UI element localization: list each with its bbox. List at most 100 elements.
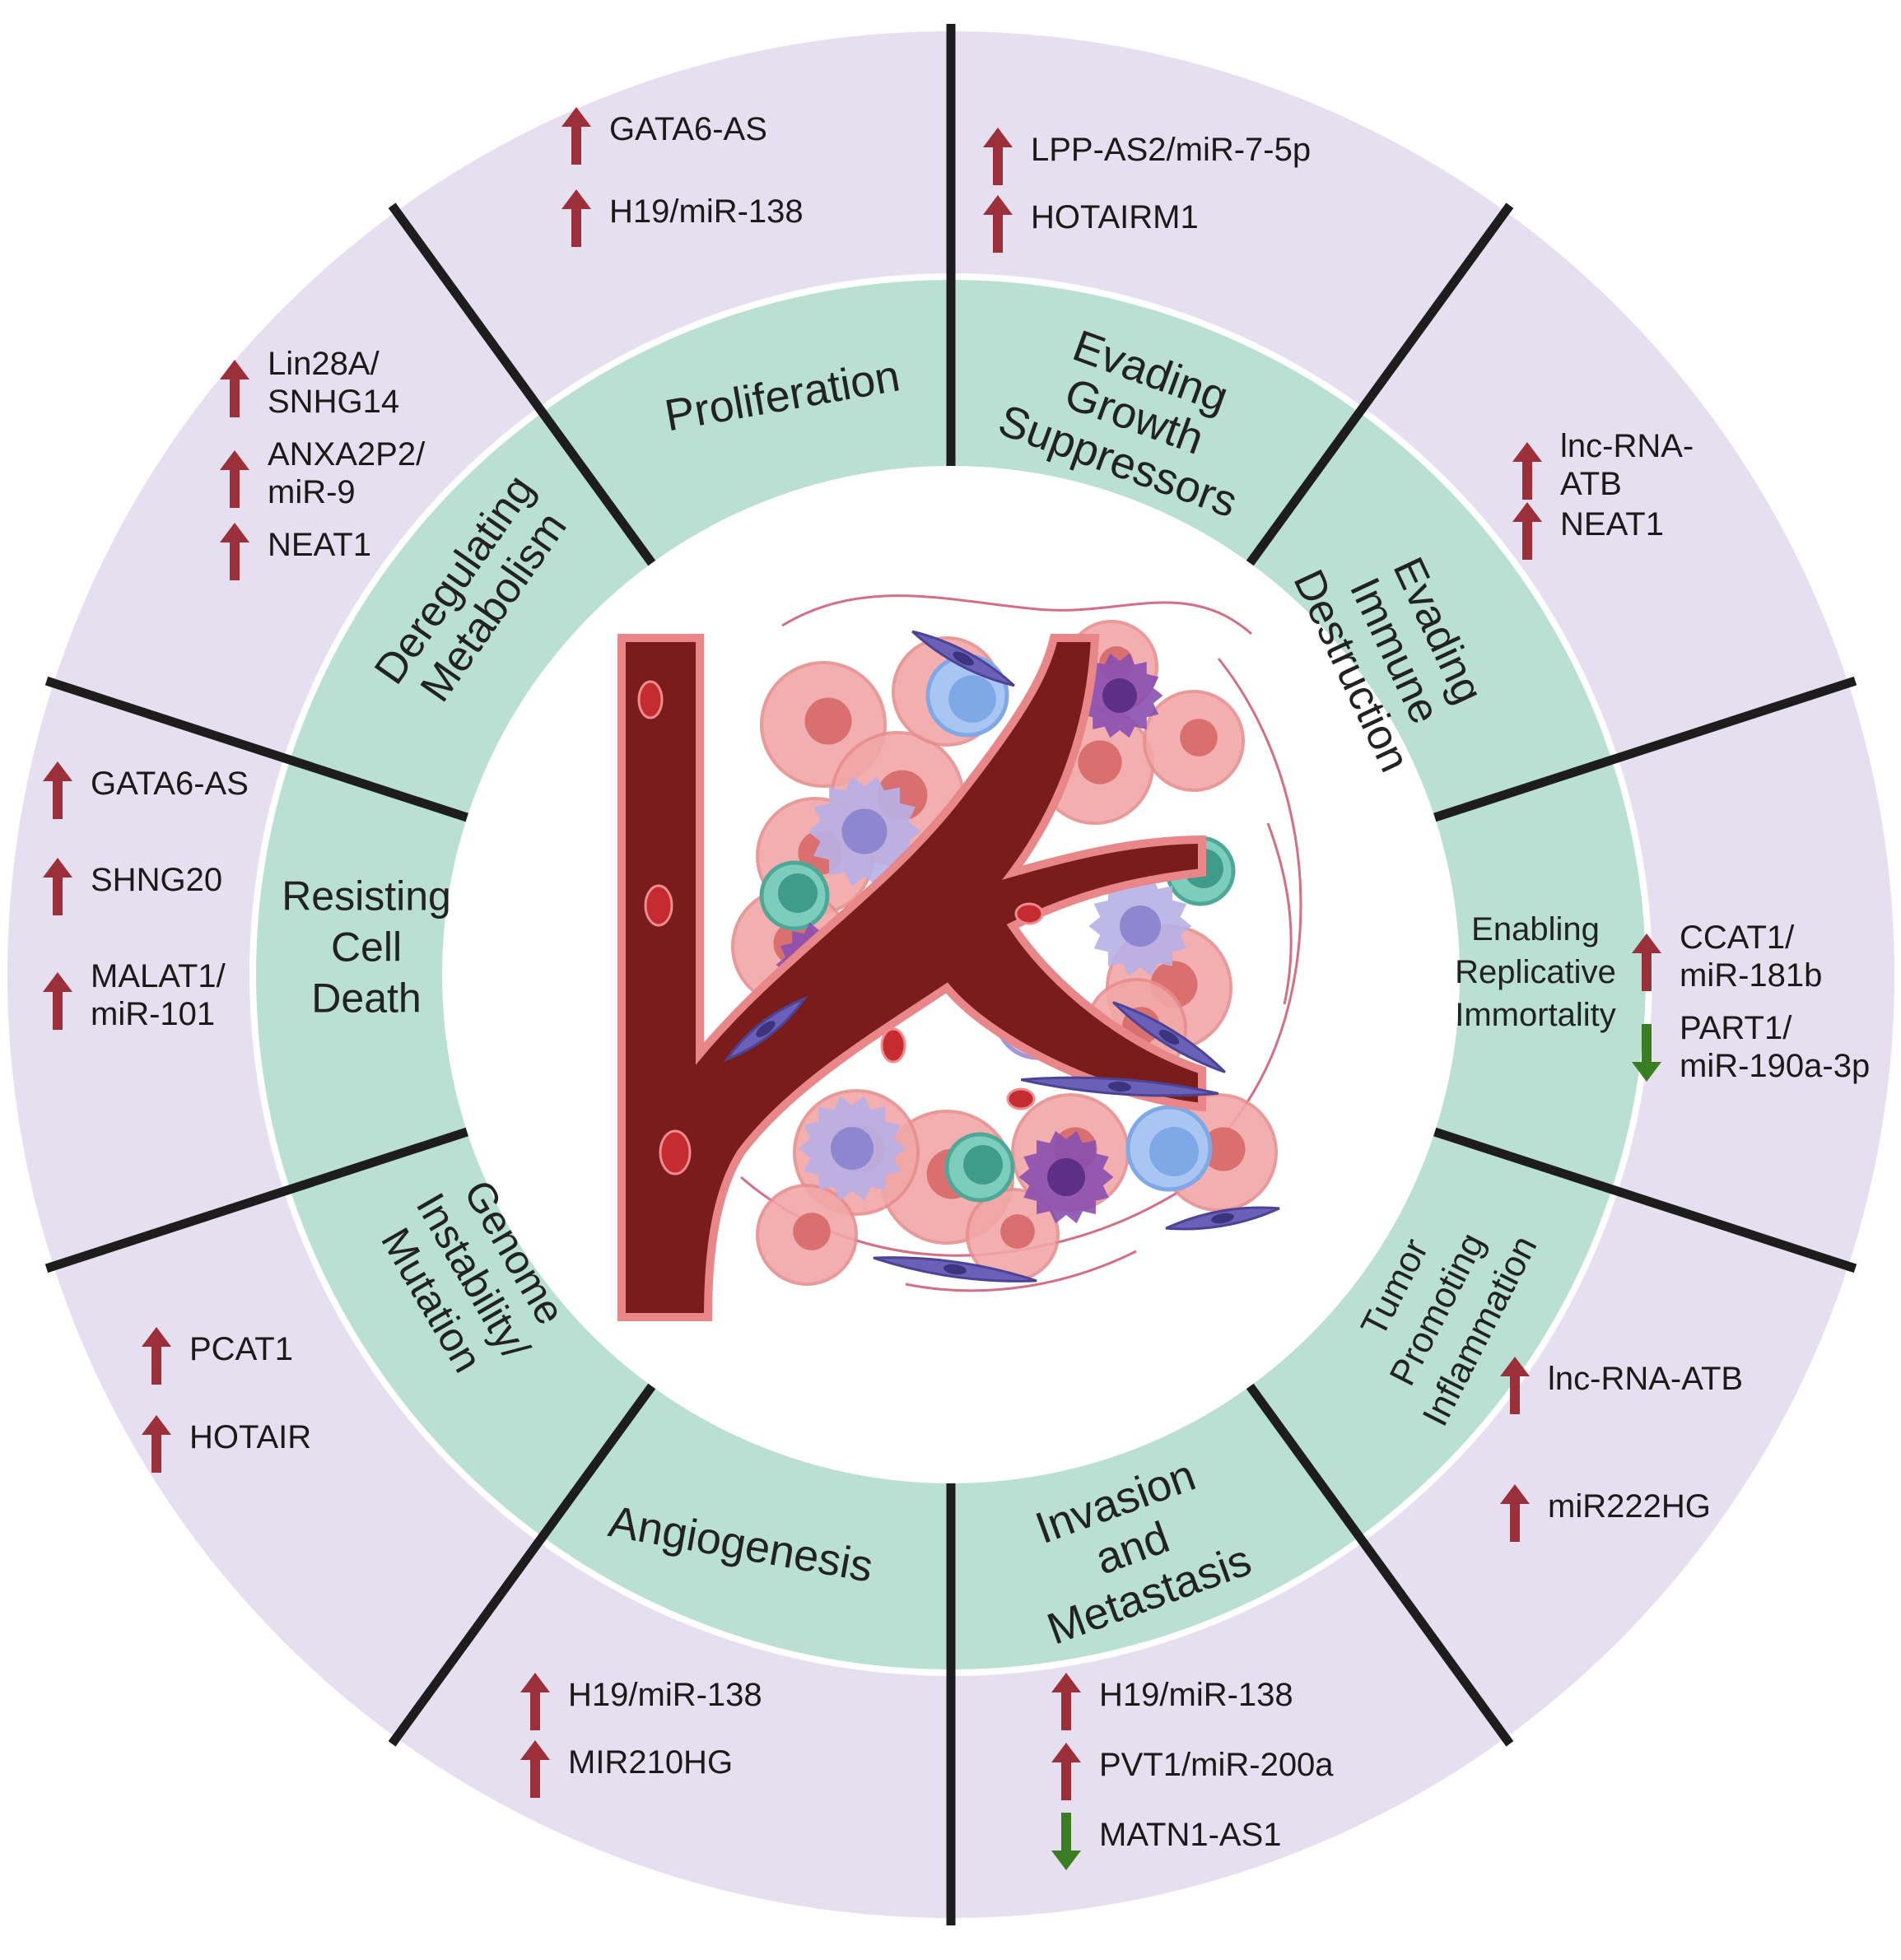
gene-label: PART1/miR-190a-3p	[1680, 1010, 1870, 1084]
gene-label: NEAT1	[268, 527, 371, 563]
sector-divider	[388, 203, 656, 566]
fibroblast-cell	[1020, 1076, 1219, 1097]
gene-item: GATA6-AS	[43, 761, 249, 819]
fibroblast-cell	[723, 995, 808, 1063]
up-arrow-icon	[520, 1673, 550, 1730]
up-arrow-icon	[43, 761, 72, 819]
gene-label: Lin28A/SNHG14	[268, 346, 399, 420]
up-arrow-icon	[1632, 933, 1661, 991]
fibroblast-cell	[1112, 1001, 1226, 1073]
gene-label: LPP-AS2/miR-7-5p	[1031, 132, 1311, 168]
sector-dividers	[44, 24, 1857, 1925]
lymphocyte-cell	[759, 860, 830, 931]
gene-label: H19/miR-138	[609, 193, 804, 230]
macrophage-cell	[799, 1096, 906, 1201]
up-arrow-icon	[142, 1327, 171, 1385]
gene-label: GATA6-AS	[609, 111, 767, 147]
red-blood-cell	[880, 1027, 906, 1064]
up-arrow-icon	[220, 360, 249, 417]
up-arrow-icon	[983, 195, 1013, 253]
gene-label: ANXA2P2/miR-9	[268, 436, 426, 510]
gene-label: H19/miR-138	[1099, 1677, 1293, 1713]
sector-divider	[388, 1383, 656, 1747]
sector-divider	[1246, 203, 1514, 566]
sector-divider	[1433, 1127, 1857, 1273]
up-arrow-icon	[1500, 1484, 1530, 1542]
fibroblast-cell	[911, 630, 1015, 687]
gene-item: HOTAIR	[142, 1415, 311, 1473]
up-arrow-icon	[1051, 1673, 1081, 1730]
gene-label: NEAT1	[1560, 506, 1664, 542]
dendritic-cell	[1018, 1130, 1114, 1224]
gene-label: GATA6-AS	[91, 766, 249, 802]
up-arrow-icon	[1500, 1357, 1530, 1414]
gene-item: H19/miR-138	[520, 1673, 762, 1730]
fibroblast-cell	[1165, 1206, 1280, 1231]
gene-list: lnc-RNA-ATB miR222HG	[1500, 1357, 1743, 1542]
red-blood-cell	[1014, 902, 1044, 925]
blood-vessel	[617, 634, 1206, 1321]
gene-item: NEAT1	[1512, 502, 1664, 560]
up-arrow-icon	[220, 450, 249, 508]
gene-item: MIR210HG	[520, 1740, 733, 1798]
red-blood-cell	[644, 884, 673, 927]
gene-label: PVT1/miR-200a	[1099, 1747, 1334, 1783]
gene-item: CCAT1/miR-181b	[1632, 919, 1822, 994]
gene-label: miR222HG	[1548, 1488, 1711, 1525]
up-arrow-icon	[561, 107, 591, 165]
up-arrow-icon	[43, 972, 72, 1030]
up-arrow-icon	[1512, 502, 1542, 560]
gene-item: MALAT1/miR-101	[43, 958, 226, 1032]
up-arrow-icon	[561, 189, 591, 247]
gene-label: HOTAIR	[189, 1419, 311, 1455]
gene-item: PART1/miR-190a-3p	[1632, 1010, 1870, 1084]
gene-item: NEAT1	[220, 523, 371, 580]
gene-label: HOTAIRM1	[1031, 199, 1199, 235]
gene-label: MALAT1/miR-101	[91, 958, 226, 1032]
immune-cell	[1125, 1105, 1213, 1192]
fibroblasts	[723, 630, 1280, 1283]
gene-label: lnc-RNA-ATB	[1560, 428, 1694, 502]
gene-item: miR222HG	[1500, 1484, 1711, 1542]
gene-item: PVT1/miR-200a	[1051, 1743, 1334, 1800]
macrophage-cell	[808, 776, 921, 887]
red-blood-cell	[659, 1129, 692, 1176]
up-arrow-icon	[43, 858, 72, 915]
gene-item: lnc-RNA-ATB	[1500, 1357, 1743, 1414]
macrophage-cell	[1088, 876, 1192, 976]
up-arrow-icon	[520, 1740, 550, 1798]
up-arrow-icon	[1051, 1743, 1081, 1800]
tumor-cell	[1143, 690, 1245, 792]
tumor-cell	[756, 1184, 858, 1286]
gene-item: MATN1-AS1	[1051, 1813, 1282, 1870]
gene-label: SHNG20	[91, 862, 222, 898]
up-arrow-icon	[983, 128, 1013, 185]
down-arrow-icon	[1051, 1813, 1081, 1870]
gene-item: ANXA2P2/miR-9	[220, 436, 426, 510]
gene-item: lnc-RNA-ATB	[1512, 428, 1694, 502]
fibroblast-cell	[873, 1256, 1037, 1283]
gene-item: Lin28A/SNHG14	[220, 346, 399, 420]
tumor-microenvironment-illustration	[617, 594, 1302, 1321]
lymphocyte-cell	[944, 1132, 1015, 1203]
dendritic-cell	[1076, 653, 1163, 738]
gene-label: MIR210HG	[568, 1744, 733, 1781]
sector-divider	[1433, 676, 1857, 822]
gene-list: GATA6-AS H19/miR-138	[561, 107, 804, 247]
gene-label: PCAT1	[189, 1331, 293, 1367]
down-arrow-icon	[1632, 1024, 1661, 1082]
gene-item: HOTAIRM1	[983, 195, 1199, 253]
tumor-cell	[966, 1188, 1060, 1282]
up-arrow-icon	[1512, 442, 1542, 500]
up-arrow-icon	[220, 523, 249, 580]
